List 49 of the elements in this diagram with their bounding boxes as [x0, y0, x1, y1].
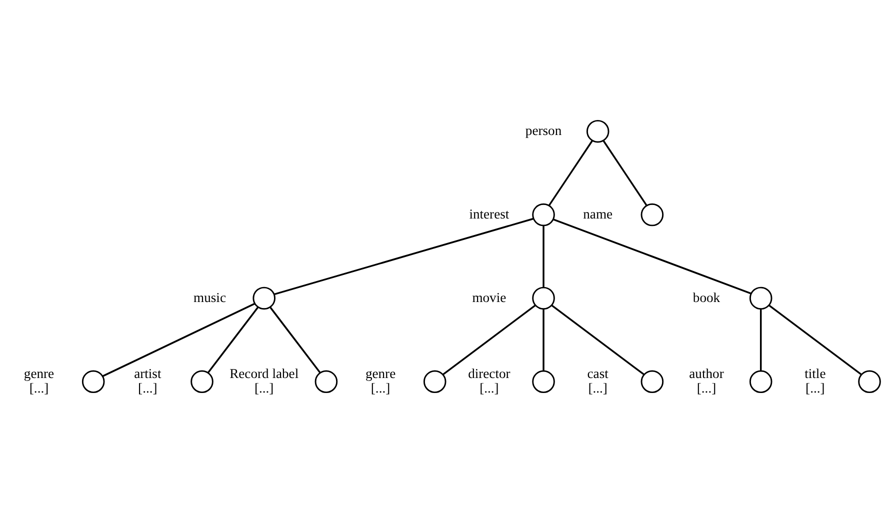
node-label: [...]	[29, 380, 49, 396]
node-circle	[532, 203, 555, 226]
connector	[602, 140, 648, 206]
node-label: author	[689, 366, 724, 381]
connector	[542, 226, 544, 288]
node-circle	[532, 370, 555, 394]
node-label: [...]	[696, 380, 716, 396]
node-circle	[858, 370, 881, 394]
node-label: [...]	[806, 380, 825, 396]
node-circle	[586, 120, 610, 143]
connector	[553, 218, 752, 294]
node-circle	[640, 370, 664, 394]
node-label: genre	[365, 366, 396, 381]
connector	[542, 309, 544, 371]
node-circle	[252, 286, 276, 310]
node-label: name	[583, 206, 613, 222]
node-circle	[82, 370, 105, 394]
node-label: [...]	[370, 380, 390, 396]
node-circle	[749, 286, 772, 310]
node-label: book	[692, 290, 720, 305]
node-label: Record label	[230, 366, 299, 381]
node-label: movie	[472, 290, 506, 305]
connector	[274, 218, 534, 296]
node-label: director	[468, 366, 510, 381]
connector	[760, 309, 762, 371]
connector	[270, 306, 321, 374]
connector	[551, 304, 644, 376]
connector	[207, 306, 259, 374]
node-circle	[190, 370, 214, 394]
node-circle	[640, 203, 664, 226]
node-circle	[423, 370, 446, 394]
node-circle	[314, 370, 338, 394]
connector	[548, 140, 593, 206]
node-label: music	[194, 290, 226, 305]
connector	[442, 304, 536, 376]
node-label: title	[804, 366, 826, 381]
node-label: [...]	[480, 380, 499, 396]
connector	[768, 304, 862, 376]
connector	[102, 302, 256, 377]
node-label: interest	[469, 206, 510, 222]
node-label: person	[525, 122, 562, 138]
node-circle	[532, 286, 555, 310]
node-circle	[749, 370, 772, 394]
node-label: cast	[587, 366, 608, 381]
node-label: artist	[134, 366, 162, 381]
node-label: genre	[24, 366, 54, 381]
node-label: [...]	[254, 380, 274, 396]
node-label: [...]	[138, 380, 158, 396]
node-label: [...]	[588, 380, 608, 396]
